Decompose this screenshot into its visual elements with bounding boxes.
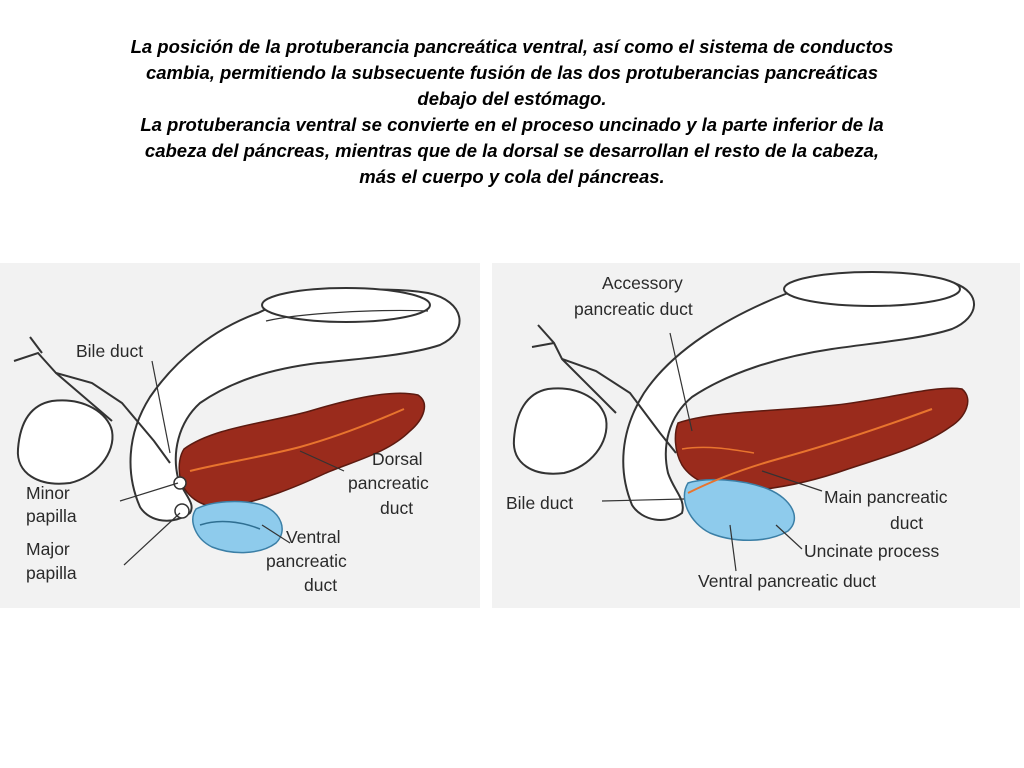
ventral-pancreas xyxy=(192,500,283,554)
caption-line: La protuberancia ventral se convierte en… xyxy=(140,114,884,135)
stomach-duodenum xyxy=(622,271,975,521)
caption-line: cabeza del páncreas, mientras que de la … xyxy=(144,140,880,161)
accessory-duct-line xyxy=(681,446,755,454)
gallbladder xyxy=(512,387,608,475)
label-main-duct: duct xyxy=(890,513,923,533)
caption: La posición de la protuberancia pancreát… xyxy=(20,34,1004,190)
label-accessory-duct: Accessory xyxy=(602,273,683,293)
gallbladder xyxy=(16,399,114,485)
label-ventral-duct: duct xyxy=(304,575,337,595)
label-accessory-duct: pancreatic duct xyxy=(574,299,693,319)
stomach-duodenum xyxy=(129,287,461,522)
label-ventral-duct: pancreatic xyxy=(266,551,347,571)
right-diagram: Accessory pancreatic duct Bile duct Main… xyxy=(506,271,975,591)
label-minor-papilla: Minor xyxy=(26,483,70,503)
label-major-papilla: Major xyxy=(26,539,70,559)
biliary-tree xyxy=(13,336,171,464)
label-main-duct: Main pancreatic xyxy=(824,487,948,507)
caption-line: más el cuerpo y cola del páncreas. xyxy=(359,166,665,187)
label-ventral-duct: Ventral xyxy=(286,527,340,547)
label-uncinate: Uncinate process xyxy=(804,541,939,561)
label-major-papilla: papilla xyxy=(26,563,77,583)
ventral-duct-line xyxy=(199,520,261,530)
dorsal-pancreas xyxy=(674,387,969,492)
caption-line: La posición de la protuberancia pancreát… xyxy=(130,36,894,57)
main-pancreatic-duct-line xyxy=(687,408,933,494)
label-minor-papilla: papilla xyxy=(26,506,77,526)
left-diagram: Bile duct Minor papilla Major papilla Do… xyxy=(13,287,461,595)
uncinate-process xyxy=(683,478,796,541)
label-bile-duct: Bile duct xyxy=(506,493,573,513)
label-dorsal-duct: pancreatic xyxy=(348,473,429,493)
label-ventral-duct: Ventral pancreatic duct xyxy=(698,571,876,591)
label-bile-duct: Bile duct xyxy=(76,341,143,361)
label-dorsal-duct: duct xyxy=(380,498,413,518)
right-diagram-panel: Accessory pancreatic duct Bile duct Main… xyxy=(492,263,1020,608)
left-diagram-panel: Bile duct Minor papilla Major papilla Do… xyxy=(0,263,480,608)
caption-line: debajo del estómago. xyxy=(417,88,607,109)
caption-line: cambia, permitiendo la subsecuente fusió… xyxy=(145,62,878,83)
biliary-tree xyxy=(531,324,677,454)
label-dorsal-duct: Dorsal xyxy=(372,449,423,469)
dorsal-pancreatic-duct-line xyxy=(189,408,405,472)
minor-papilla-dot xyxy=(173,476,187,490)
dorsal-pancreas xyxy=(178,392,426,508)
leader-lines xyxy=(601,332,823,572)
leader-lines xyxy=(119,360,345,566)
